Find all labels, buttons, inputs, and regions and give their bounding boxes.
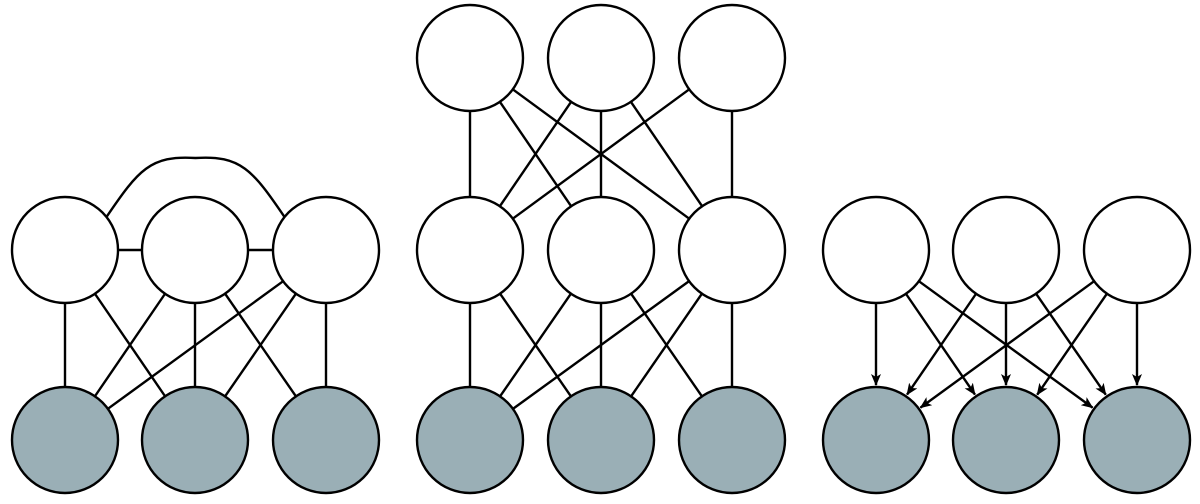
- directed-edge: [919, 280, 1095, 409]
- undirected-edge: [93, 293, 167, 397]
- directed-edge: [906, 293, 978, 396]
- hidden-node: [951, 195, 1061, 305]
- undirected-two-layer-edges: [63, 156, 328, 410]
- visible-node: [821, 385, 931, 495]
- directed-edge: [1036, 292, 1108, 396]
- nodes-layer: [10, 3, 1192, 495]
- hidden-node: [10, 195, 120, 305]
- visible-node: [415, 385, 525, 495]
- hidden-node: [677, 3, 787, 113]
- hidden-node: [546, 3, 656, 113]
- hidden-node: [677, 195, 787, 305]
- visible-node: [1082, 385, 1192, 495]
- directed-two-layer-edges: [871, 280, 1142, 409]
- visible-node: [677, 385, 787, 495]
- visible-node: [271, 385, 381, 495]
- visible-node: [546, 385, 656, 495]
- undirected-edge: [107, 280, 284, 410]
- undirected-two-layer-nodes: [10, 195, 381, 495]
- directed-two-layer-nodes: [821, 195, 1192, 495]
- undirected-edge: [105, 156, 286, 218]
- undirected-edge: [630, 292, 703, 398]
- hidden-node: [271, 195, 381, 305]
- undirected-edge: [512, 280, 690, 410]
- undirected-edge: [498, 101, 573, 207]
- undirected-edge: [629, 101, 704, 207]
- hidden-node: [415, 195, 525, 305]
- undirected-edge: [499, 292, 572, 398]
- hidden-node: [140, 195, 250, 305]
- hidden-node: [1082, 195, 1192, 305]
- undirected-three-layer-edges: [468, 88, 734, 410]
- hidden-node: [415, 3, 525, 113]
- visible-node: [10, 385, 120, 495]
- visible-node: [140, 385, 250, 495]
- edges-layer: [63, 88, 1142, 410]
- visible-node: [951, 385, 1061, 495]
- undirected-edge: [512, 88, 690, 220]
- hidden-node: [821, 195, 931, 305]
- undirected-edge: [224, 292, 297, 398]
- hidden-node: [546, 195, 656, 305]
- undirected-three-layer-nodes: [415, 3, 787, 495]
